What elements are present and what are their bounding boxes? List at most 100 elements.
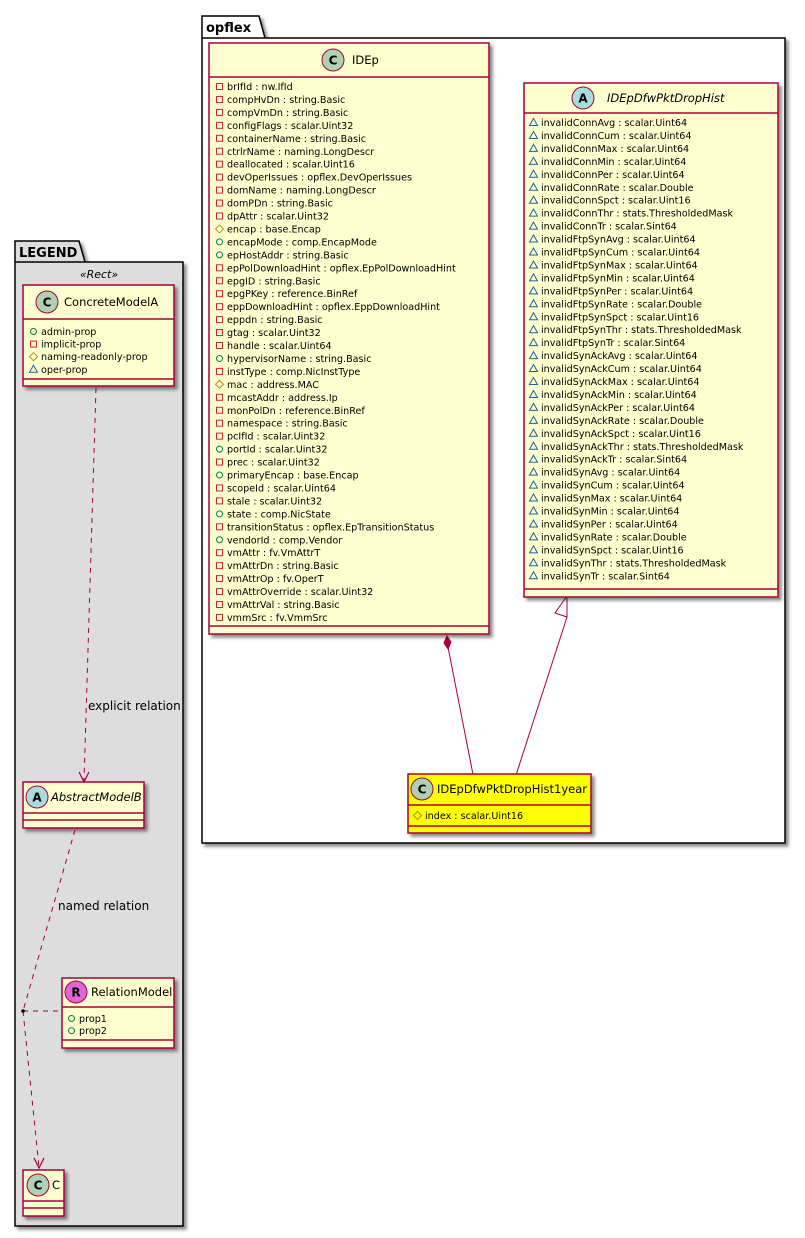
private-visibility-icon bbox=[216, 160, 223, 168]
public-visibility-icon bbox=[216, 536, 223, 544]
attribute-text: portId : scalar.Uint32 bbox=[227, 445, 327, 456]
package-visibility-icon bbox=[528, 518, 539, 528]
package-visibility-icon bbox=[528, 259, 539, 269]
attribute-row: namespace : string.Basic bbox=[216, 419, 348, 430]
attribute-text: invalidFtpSynMax : scalar.Uint64 bbox=[541, 260, 698, 271]
attribute-row: invalidConnPer : scalar.Uint64 bbox=[528, 169, 685, 181]
private-visibility-icon bbox=[216, 367, 223, 375]
attribute-text: hypervisorName : string.Basic bbox=[227, 354, 371, 365]
attribute-row: configFlags : scalar.Uint32 bbox=[216, 121, 353, 132]
package-visibility-icon bbox=[528, 350, 539, 360]
private-visibility-icon bbox=[216, 303, 223, 311]
attribute-row: transitionStatus : opflex.EpTransitionSt… bbox=[216, 522, 434, 533]
class-abstract-model-b[interactable]: A AbstractModelB bbox=[22, 781, 145, 829]
attribute-row: invalidSynAckPer : scalar.Uint64 bbox=[528, 402, 695, 414]
attribute-text: vmAttrVal : string.Basic bbox=[227, 600, 340, 611]
attribute-text: eppDownloadHint : opflex.EppDownloadHint bbox=[227, 302, 440, 313]
legend-package-frame bbox=[14, 240, 184, 1227]
public-visibility-icon bbox=[30, 328, 37, 335]
class-badge-icon bbox=[26, 1173, 50, 1197]
attribute-row: eppDownloadHint : opflex.EppDownloadHint bbox=[216, 302, 440, 313]
protected-visibility-icon bbox=[28, 351, 39, 362]
attribute-row: invalidFtpSynMax : scalar.Uint64 bbox=[528, 259, 698, 271]
attribute-text: pcIfId : scalar.Uint32 bbox=[227, 432, 325, 443]
class-concrete-model-a[interactable]: C ConcreteModelA admin-prop implicit-prop… bbox=[22, 284, 175, 387]
attribute-row: invalidSynThr : stats.ThresholdedMask bbox=[528, 557, 727, 569]
relation-junction-dot bbox=[21, 1009, 25, 1013]
attribute-text: devOperIssues : opflex.DevOperIssues bbox=[227, 173, 412, 184]
package-visibility-icon bbox=[528, 531, 539, 541]
legend-stereotype: «Rect» bbox=[80, 268, 119, 281]
attribute-row: invalidConnMax : scalar.Uint64 bbox=[528, 143, 689, 155]
svg-text:C: C bbox=[329, 54, 338, 68]
package-visibility-icon bbox=[528, 156, 539, 165]
composition-diamond-icon bbox=[443, 634, 452, 651]
class-idep-dfw-pkt-drop-hist[interactable]: A IDEpDfwPktDropHist invalidConnAvg : sc… bbox=[523, 82, 779, 598]
attribute-text: invalidConnAvg : scalar.Uint64 bbox=[541, 118, 687, 129]
attribute-row: invalidSynTr : scalar.Sint64 bbox=[528, 570, 670, 582]
private-visibility-icon bbox=[216, 342, 223, 349]
public-visibility-icon bbox=[216, 354, 223, 362]
attribute-text: eppdn : string.Basic bbox=[227, 315, 323, 326]
attribute-row: encapMode : comp.EncapMode bbox=[216, 237, 377, 248]
attribute-text: invalidFtpSynTr : scalar.Sint64 bbox=[541, 338, 685, 349]
attribute-row: invalidFtpSynAvg : scalar.Uint64 bbox=[528, 234, 696, 246]
attribute-row: invalidSynAckCum : scalar.Uint64 bbox=[528, 363, 702, 375]
class-name: IDEpDfwPktDropHist1year bbox=[437, 782, 587, 796]
attribute-row: prec : scalar.Uint32 bbox=[216, 458, 320, 469]
attribute-row: invalidSynCum : scalar.Uint64 bbox=[528, 480, 685, 492]
attribute-row: primaryEncap : base.Encap bbox=[216, 471, 359, 482]
class-badge-icon bbox=[410, 777, 434, 801]
attribute-text: epPolDownloadHint : opflex.EpPolDownload… bbox=[227, 263, 456, 274]
attribute-text: vmmSrc : fv.VmmSrc bbox=[227, 613, 328, 624]
private-visibility-icon bbox=[216, 186, 223, 194]
private-visibility-icon bbox=[216, 432, 223, 440]
attribute-text: invalidSynMax : scalar.Uint64 bbox=[541, 494, 682, 505]
protected-visibility-icon bbox=[214, 224, 225, 234]
attribute-row: ctrlrName : naming.LongDescr bbox=[216, 147, 374, 158]
attribute-row: invalidConnMin : scalar.Uint64 bbox=[528, 156, 686, 168]
private-visibility-icon bbox=[216, 199, 223, 207]
attribute-row: hypervisorName : string.Basic bbox=[216, 354, 371, 365]
attribute-row: invalidFtpSynMin : scalar.Uint64 bbox=[528, 272, 695, 284]
class-badge-icon bbox=[321, 48, 345, 72]
package-visibility-icon bbox=[528, 272, 539, 282]
attribute-row: invalidConnCum : scalar.Uint64 bbox=[528, 130, 691, 142]
class-name: RelationModel bbox=[91, 985, 172, 999]
attribute-text: invalidSynRate : scalar.Double bbox=[541, 532, 687, 543]
private-visibility-icon bbox=[216, 173, 223, 181]
class-idep-dfw-pkt-drop-hist-1year[interactable]: C IDEpDfwPktDropHist1year index : scalar… bbox=[407, 773, 592, 834]
attribute-row: brIfId : nw.IfId bbox=[216, 82, 293, 93]
attribute-text: dpAttr : scalar.Uint32 bbox=[227, 212, 329, 223]
class-c[interactable]: C C bbox=[22, 1169, 65, 1217]
attribute-row: implicit-prop bbox=[30, 340, 101, 351]
package-visibility-icon bbox=[528, 544, 539, 554]
class-name: ConcreteModelA bbox=[64, 295, 158, 309]
private-visibility-icon bbox=[216, 562, 223, 570]
attribute-text: invalidFtpSynMin : scalar.Uint64 bbox=[541, 273, 695, 284]
attribute-row: handle : scalar.Uint64 bbox=[216, 341, 332, 352]
public-visibility-icon bbox=[216, 510, 223, 518]
package-visibility-icon bbox=[528, 402, 539, 411]
svg-text:C: C bbox=[43, 296, 52, 310]
attribute-text: invalidSynAckMin : scalar.Uint64 bbox=[541, 390, 697, 401]
attribute-text: mcastAddr : address.Ip bbox=[227, 393, 338, 404]
private-visibility-icon bbox=[216, 121, 223, 129]
attribute-text: invalidSynAvg : scalar.Uint64 bbox=[541, 468, 680, 479]
attribute-text: domName : naming.LongDescr bbox=[227, 186, 376, 197]
public-visibility-icon bbox=[216, 471, 223, 479]
protected-visibility-icon bbox=[214, 379, 225, 390]
attribute-row: eppdn : string.Basic bbox=[216, 315, 323, 326]
named-relation-edge: named relation bbox=[21, 829, 149, 1170]
package-visibility-icon bbox=[528, 143, 539, 152]
attribute-row: scopeId : scalar.Uint64 bbox=[216, 483, 336, 494]
attribute-text: admin-prop bbox=[41, 327, 96, 338]
attribute-row: oper-prop bbox=[28, 364, 87, 376]
svg-text:C: C bbox=[418, 783, 427, 797]
attribute-row: state : comp.NicState bbox=[216, 509, 331, 520]
attribute-row: dpAttr : scalar.Uint32 bbox=[216, 212, 329, 223]
attribute-text: invalidFtpSynPer : scalar.Uint64 bbox=[541, 286, 693, 297]
public-visibility-icon bbox=[68, 1027, 75, 1035]
